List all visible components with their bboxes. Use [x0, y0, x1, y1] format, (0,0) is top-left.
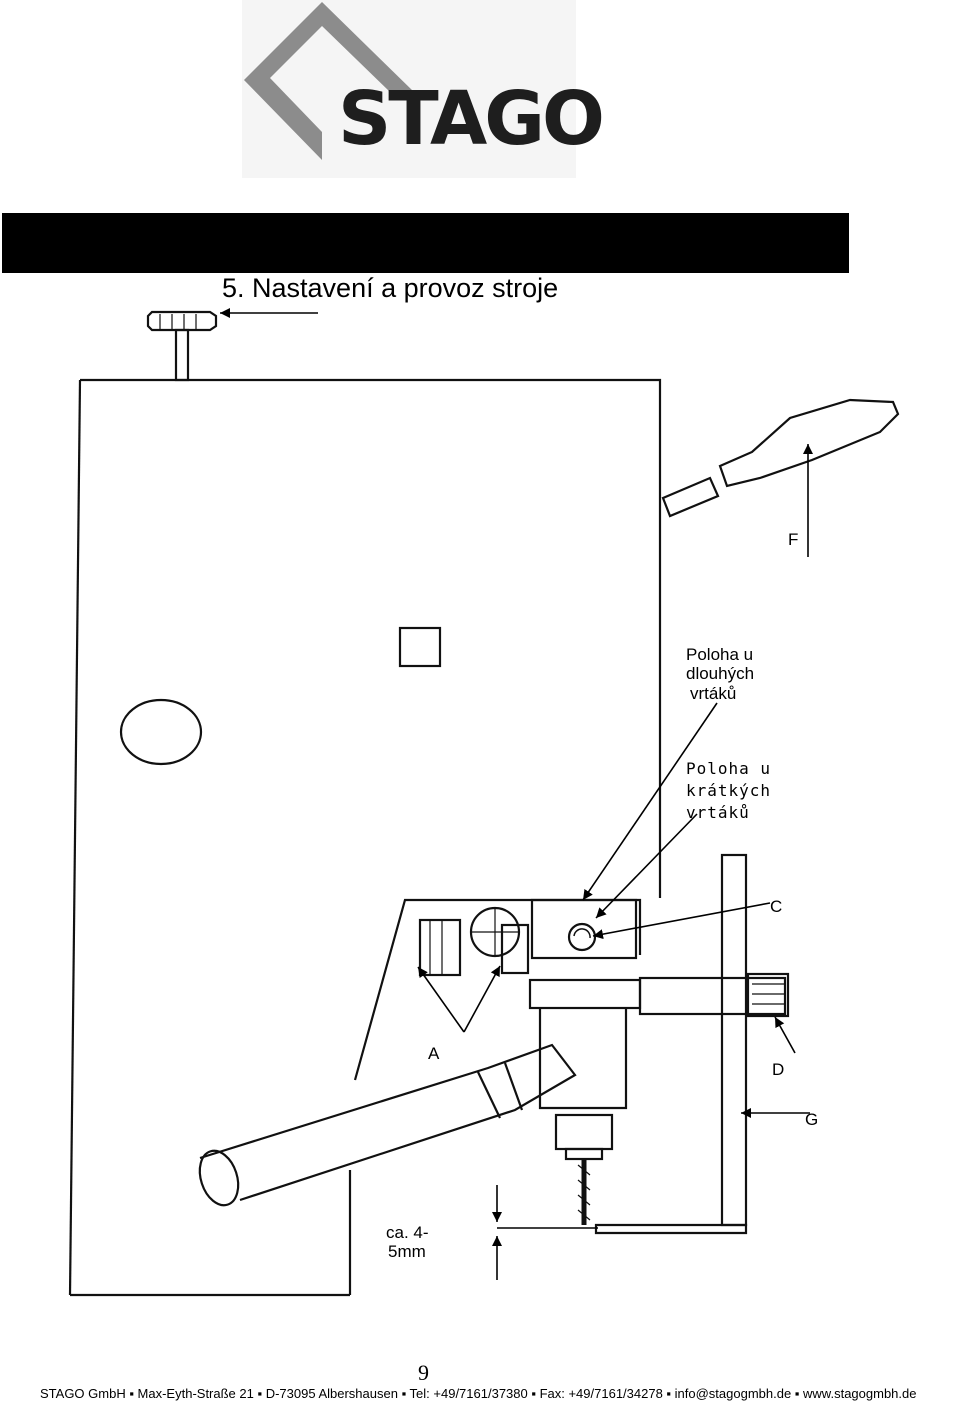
footer-contact: STAGO GmbH ▪ Max-Eyth-Straße 21 ▪ D-7309… [40, 1386, 917, 1401]
locking-screw [746, 972, 790, 1018]
suction-tube [199, 1043, 577, 1202]
label-short-drills-3: vrtáků [686, 803, 750, 822]
label-gap-1: ca. 4- [386, 1223, 429, 1242]
head-bracket [353, 898, 642, 1081]
label-long-drills-2: dlouhých [686, 664, 755, 683]
lever-rod [661, 476, 720, 518]
depth-stop-foot [594, 1223, 748, 1235]
logo-text: STAGO [338, 76, 605, 162]
label-short-drills-2: krátkých [686, 781, 772, 800]
label-a: A [428, 1044, 440, 1063]
machine-column [80, 378, 662, 898]
knob-stem [174, 328, 190, 382]
spindle-head [530, 898, 638, 960]
spindle-collar [528, 978, 642, 1010]
stago-logo: STAGO [242, 0, 605, 178]
page-title: 5. Nastavení a provoz stroje [222, 273, 559, 303]
clamp-block-left [418, 918, 462, 977]
label-long-drills-3: vrtáků [690, 684, 737, 703]
spindle-body [538, 1008, 628, 1110]
label-gap-2: 5mm [388, 1242, 426, 1261]
clamp-block-right [500, 923, 530, 975]
chuck [554, 1113, 614, 1151]
logo-mark-icon [244, 2, 414, 160]
label-long-drills-1: Poloha u [686, 645, 754, 664]
label-d: D [772, 1060, 785, 1079]
selector-knob [567, 922, 597, 952]
adjust-knob [146, 310, 218, 332]
page-number: 9 [418, 1360, 429, 1385]
label-short-drills-1: Poloha u [686, 759, 772, 778]
label-f: F [788, 530, 799, 549]
label-g: G [805, 1110, 819, 1129]
label-c: C [770, 897, 783, 916]
depth-stop-arm [638, 976, 787, 1016]
header-bar [2, 213, 849, 273]
sight-window [398, 626, 442, 668]
lever-grip [718, 398, 900, 488]
oval-plate [119, 698, 203, 766]
